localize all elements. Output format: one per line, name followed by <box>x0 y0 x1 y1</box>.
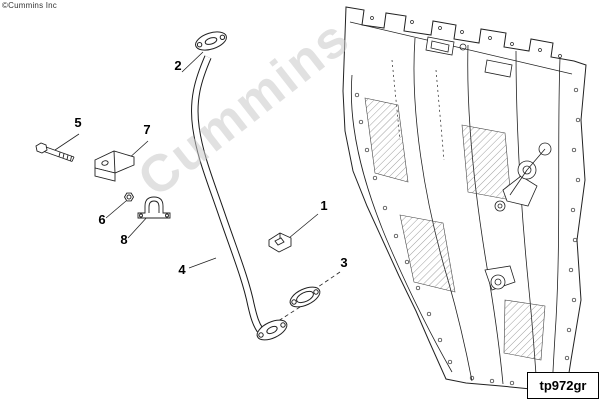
leader-line-3b <box>271 306 301 326</box>
bolt-holes-right <box>564 87 581 361</box>
leader-line-4 <box>188 257 217 269</box>
part-4-tube <box>191 55 264 333</box>
engine-block-drawing <box>342 6 587 393</box>
engine-block-features <box>425 36 552 291</box>
leader-line-5 <box>54 133 80 151</box>
part-6-nut <box>123 192 135 202</box>
callout-1: 1 <box>320 198 328 213</box>
part-2-flange <box>195 31 227 51</box>
part-5-bolt <box>35 142 75 162</box>
part-8-clamp <box>137 196 171 219</box>
part-4-tube-end-flange <box>256 319 288 341</box>
leader-line-2 <box>181 51 204 73</box>
callout-2: 2 <box>174 58 182 73</box>
figure-code: tp972gr <box>539 378 587 393</box>
callout-3: 3 <box>340 255 348 270</box>
engine-block-hatching <box>364 97 546 361</box>
part-1-clip <box>268 232 292 253</box>
figure-code-box: tp972gr <box>527 372 599 399</box>
leader-line-6 <box>105 200 127 219</box>
copyright-notice: ©Cummins Inc <box>2 1 57 10</box>
callout-7: 7 <box>143 122 151 137</box>
callout-8: 8 <box>120 232 128 247</box>
leader-line-1 <box>288 213 319 239</box>
part-7-bracket <box>94 150 135 182</box>
leader-line-8 <box>127 214 150 239</box>
engine-block-outline <box>342 6 587 393</box>
callout-4: 4 <box>178 262 186 277</box>
callout-6: 6 <box>98 212 106 227</box>
bolt-holes-left <box>354 92 453 365</box>
callout-5: 5 <box>74 115 82 130</box>
part-3-gasket <box>289 286 321 308</box>
